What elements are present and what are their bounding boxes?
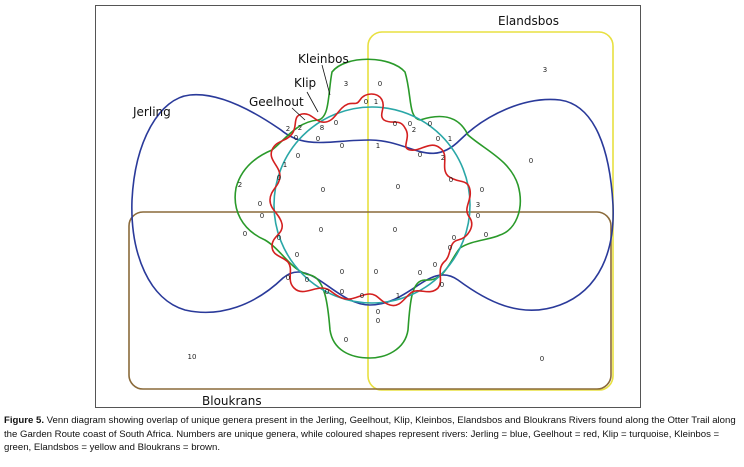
region-value: 0: [286, 274, 290, 282]
region-value: 0: [378, 80, 382, 88]
region-value: 0: [452, 234, 456, 242]
label-geelhout: Geelhout: [249, 95, 304, 109]
region-value: 2: [286, 125, 290, 133]
region-value: 10: [188, 353, 197, 361]
region-value: 0: [340, 268, 344, 276]
region-value: 1: [283, 161, 287, 169]
label-bloukrans: Bloukrans: [202, 394, 262, 408]
region-value: 0: [436, 135, 440, 143]
region-value: 0: [243, 230, 247, 238]
region-value: 1: [396, 292, 400, 300]
region-value: 3: [543, 66, 547, 74]
region-value: 2: [298, 124, 302, 132]
label-elandsbos: Elandsbos: [498, 14, 559, 28]
region-value: 3: [344, 80, 348, 88]
region-value: 0: [294, 134, 298, 142]
region-value: 0: [393, 226, 397, 234]
region-value: 0: [258, 200, 262, 208]
figure-caption: Figure 5. Venn diagram showing overlap o…: [4, 414, 742, 455]
region-value: 0: [296, 152, 300, 160]
region-value: 8: [320, 124, 324, 132]
region-value: 0: [376, 308, 380, 316]
label-kleinbos: Kleinbos: [298, 52, 349, 66]
region-value: 0: [260, 212, 264, 220]
label-klip: Klip: [294, 76, 316, 90]
region-value: 0: [325, 288, 329, 296]
set-jerling-shape: [131, 93, 614, 314]
region-value: 1: [448, 135, 452, 143]
region-value: 3: [476, 201, 480, 209]
region-value: 0: [360, 292, 364, 300]
caption-text: Venn diagram showing overlap of unique g…: [4, 415, 736, 454]
set-elandsbos-shape: [367, 31, 614, 391]
region-value: 0: [305, 276, 309, 284]
region-value: 2: [441, 154, 445, 162]
region-value: 0: [440, 281, 444, 289]
label-jerling: Jerling: [132, 105, 171, 119]
region-value: 0: [529, 157, 533, 165]
caption-label: Figure 5.: [4, 415, 44, 426]
region-value: 0: [540, 355, 544, 363]
region-value: 0: [334, 119, 338, 127]
set-kleinbos-shape: [234, 58, 522, 359]
region-value: 0: [277, 234, 281, 242]
region-value: 0: [484, 231, 488, 239]
region-value: 1: [376, 142, 380, 150]
leader-line-geelhout: [291, 107, 306, 121]
region-value: 0: [393, 120, 397, 128]
region-value: 0: [418, 151, 422, 159]
region-value: 0: [316, 135, 320, 143]
set-klip-shape: [273, 106, 471, 304]
region-value: 0: [340, 142, 344, 150]
set-bloukrans-shape: [128, 211, 612, 390]
region-value: 0: [344, 336, 348, 344]
region-value: 0: [319, 226, 323, 234]
leader-line-klip: [306, 91, 319, 113]
set-geelhout-shape: [269, 93, 473, 307]
region-value: 0: [295, 251, 299, 259]
region-value: 0: [476, 212, 480, 220]
region-value: 0: [448, 244, 452, 252]
region-value: 0: [396, 183, 400, 191]
region-value: 0: [376, 317, 380, 325]
region-value: 0: [449, 176, 453, 184]
region-value: 0: [321, 186, 325, 194]
region-value: 2: [238, 181, 242, 189]
region-value: 0: [374, 268, 378, 276]
region-value: 0: [433, 261, 437, 269]
region-value: 2: [412, 126, 416, 134]
region-value: 0: [364, 98, 368, 106]
region-value: 0: [428, 120, 432, 128]
region-value: 0: [340, 288, 344, 296]
region-value: 1: [374, 98, 378, 106]
region-value: 0: [418, 269, 422, 277]
region-value: 0: [408, 120, 412, 128]
leader-line-kleinbos: [321, 64, 331, 96]
region-value: 0: [277, 174, 281, 182]
region-value: 0: [480, 186, 484, 194]
